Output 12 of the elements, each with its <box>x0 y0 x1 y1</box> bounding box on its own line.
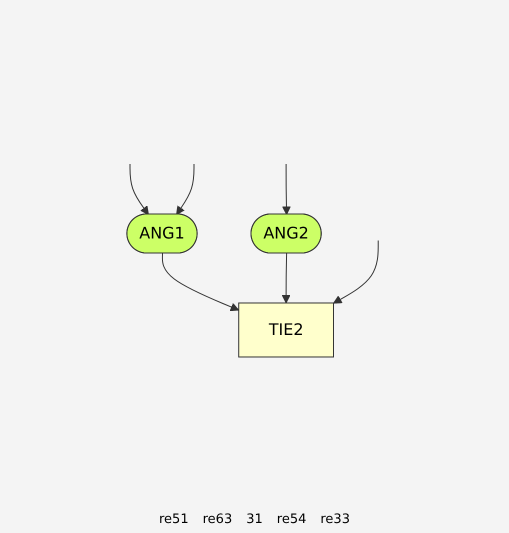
reaction-label: 31 <box>246 512 263 527</box>
reaction-label: re33 <box>320 512 350 527</box>
node-box: TIE2 <box>238 302 334 357</box>
reaction-label: re54 <box>276 512 306 527</box>
reaction-label: re63 <box>202 512 232 527</box>
arrow <box>282 163 292 214</box>
reaction-label: re51 <box>159 512 189 527</box>
arrow <box>176 163 195 214</box>
arrow <box>333 240 380 304</box>
arrow <box>282 252 291 303</box>
arrow <box>130 163 150 214</box>
arrow <box>162 252 240 311</box>
